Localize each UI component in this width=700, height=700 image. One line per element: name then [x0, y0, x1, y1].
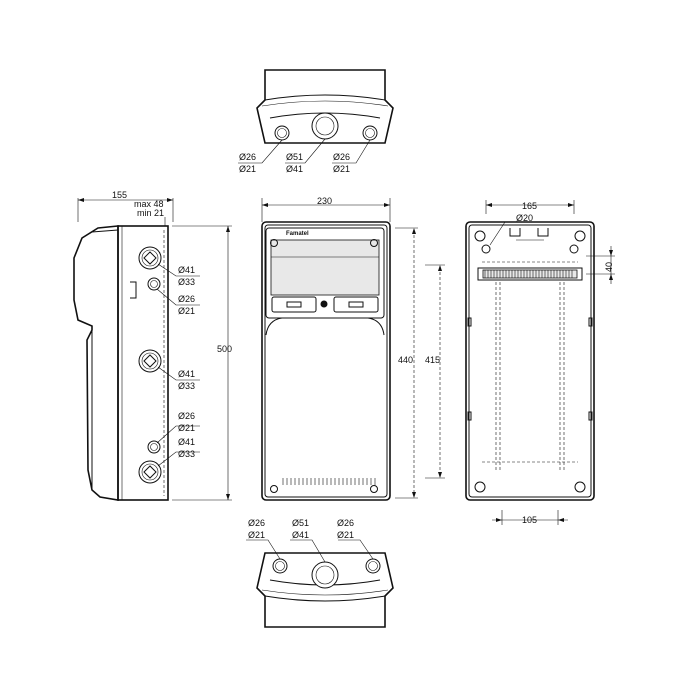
back-hole-label: Ø20 [516, 213, 533, 223]
front-view [261, 198, 391, 501]
bottom-hole-center-d2: Ø41 [292, 530, 309, 540]
top-hole-center-d1: Ø51 [286, 152, 303, 162]
side-hole-3-d1: Ø41 [178, 369, 195, 379]
side-hole-2-d1: Ø26 [178, 294, 195, 304]
side-hole-1-d2: Ø33 [178, 277, 195, 287]
side-max-label: max 48 [134, 199, 164, 209]
bottom-hole-right-d2: Ø21 [337, 530, 354, 540]
back-view [395, 200, 615, 525]
top-hole-right-d2: Ø21 [333, 164, 350, 174]
bottom-view [246, 539, 394, 628]
side-hole-2-d2: Ø21 [178, 306, 195, 316]
front-width-label: 230 [317, 196, 332, 206]
side-hole-1-d1: Ø41 [178, 265, 195, 275]
bottom-hole-center-d1: Ø51 [292, 518, 309, 528]
side-hole-4-d2: Ø21 [178, 423, 195, 433]
back-width-top-label: 165 [522, 201, 537, 211]
top-hole-left [274, 125, 290, 141]
back-rail-offset-label: 40 [604, 262, 614, 272]
bottom-hole-left-d1: Ø26 [248, 518, 265, 528]
bottom-hole-right-d1: Ø26 [337, 518, 354, 528]
top-hole-right [362, 125, 378, 141]
side-view [73, 198, 232, 501]
front-brand-label: Famatel [286, 231, 309, 237]
side-hole-5-d1: Ø41 [178, 437, 195, 447]
top-view [238, 69, 394, 164]
back-inner-height-label: 440 [398, 355, 413, 365]
bottom-hole-left-d2: Ø21 [248, 530, 265, 540]
bottom-hole-right [365, 558, 381, 574]
side-hole-5-d2: Ø33 [178, 449, 195, 459]
top-hole-right-d1: Ø26 [333, 152, 350, 162]
side-hole-4-d1: Ø26 [178, 411, 195, 421]
back-width-bottom-label: 105 [522, 515, 537, 525]
side-hole-3-d2: Ø33 [178, 381, 195, 391]
back-outer-height-label: 415 [425, 355, 440, 365]
top-hole-center-d2: Ø41 [286, 164, 303, 174]
bottom-hole-left [272, 558, 288, 574]
side-min-label: min 21 [137, 208, 164, 218]
side-height-label: 500 [217, 344, 232, 354]
top-hole-left-d1: Ø26 [239, 152, 256, 162]
side-depth-label: 155 [112, 190, 127, 200]
top-hole-left-d2: Ø21 [239, 164, 256, 174]
